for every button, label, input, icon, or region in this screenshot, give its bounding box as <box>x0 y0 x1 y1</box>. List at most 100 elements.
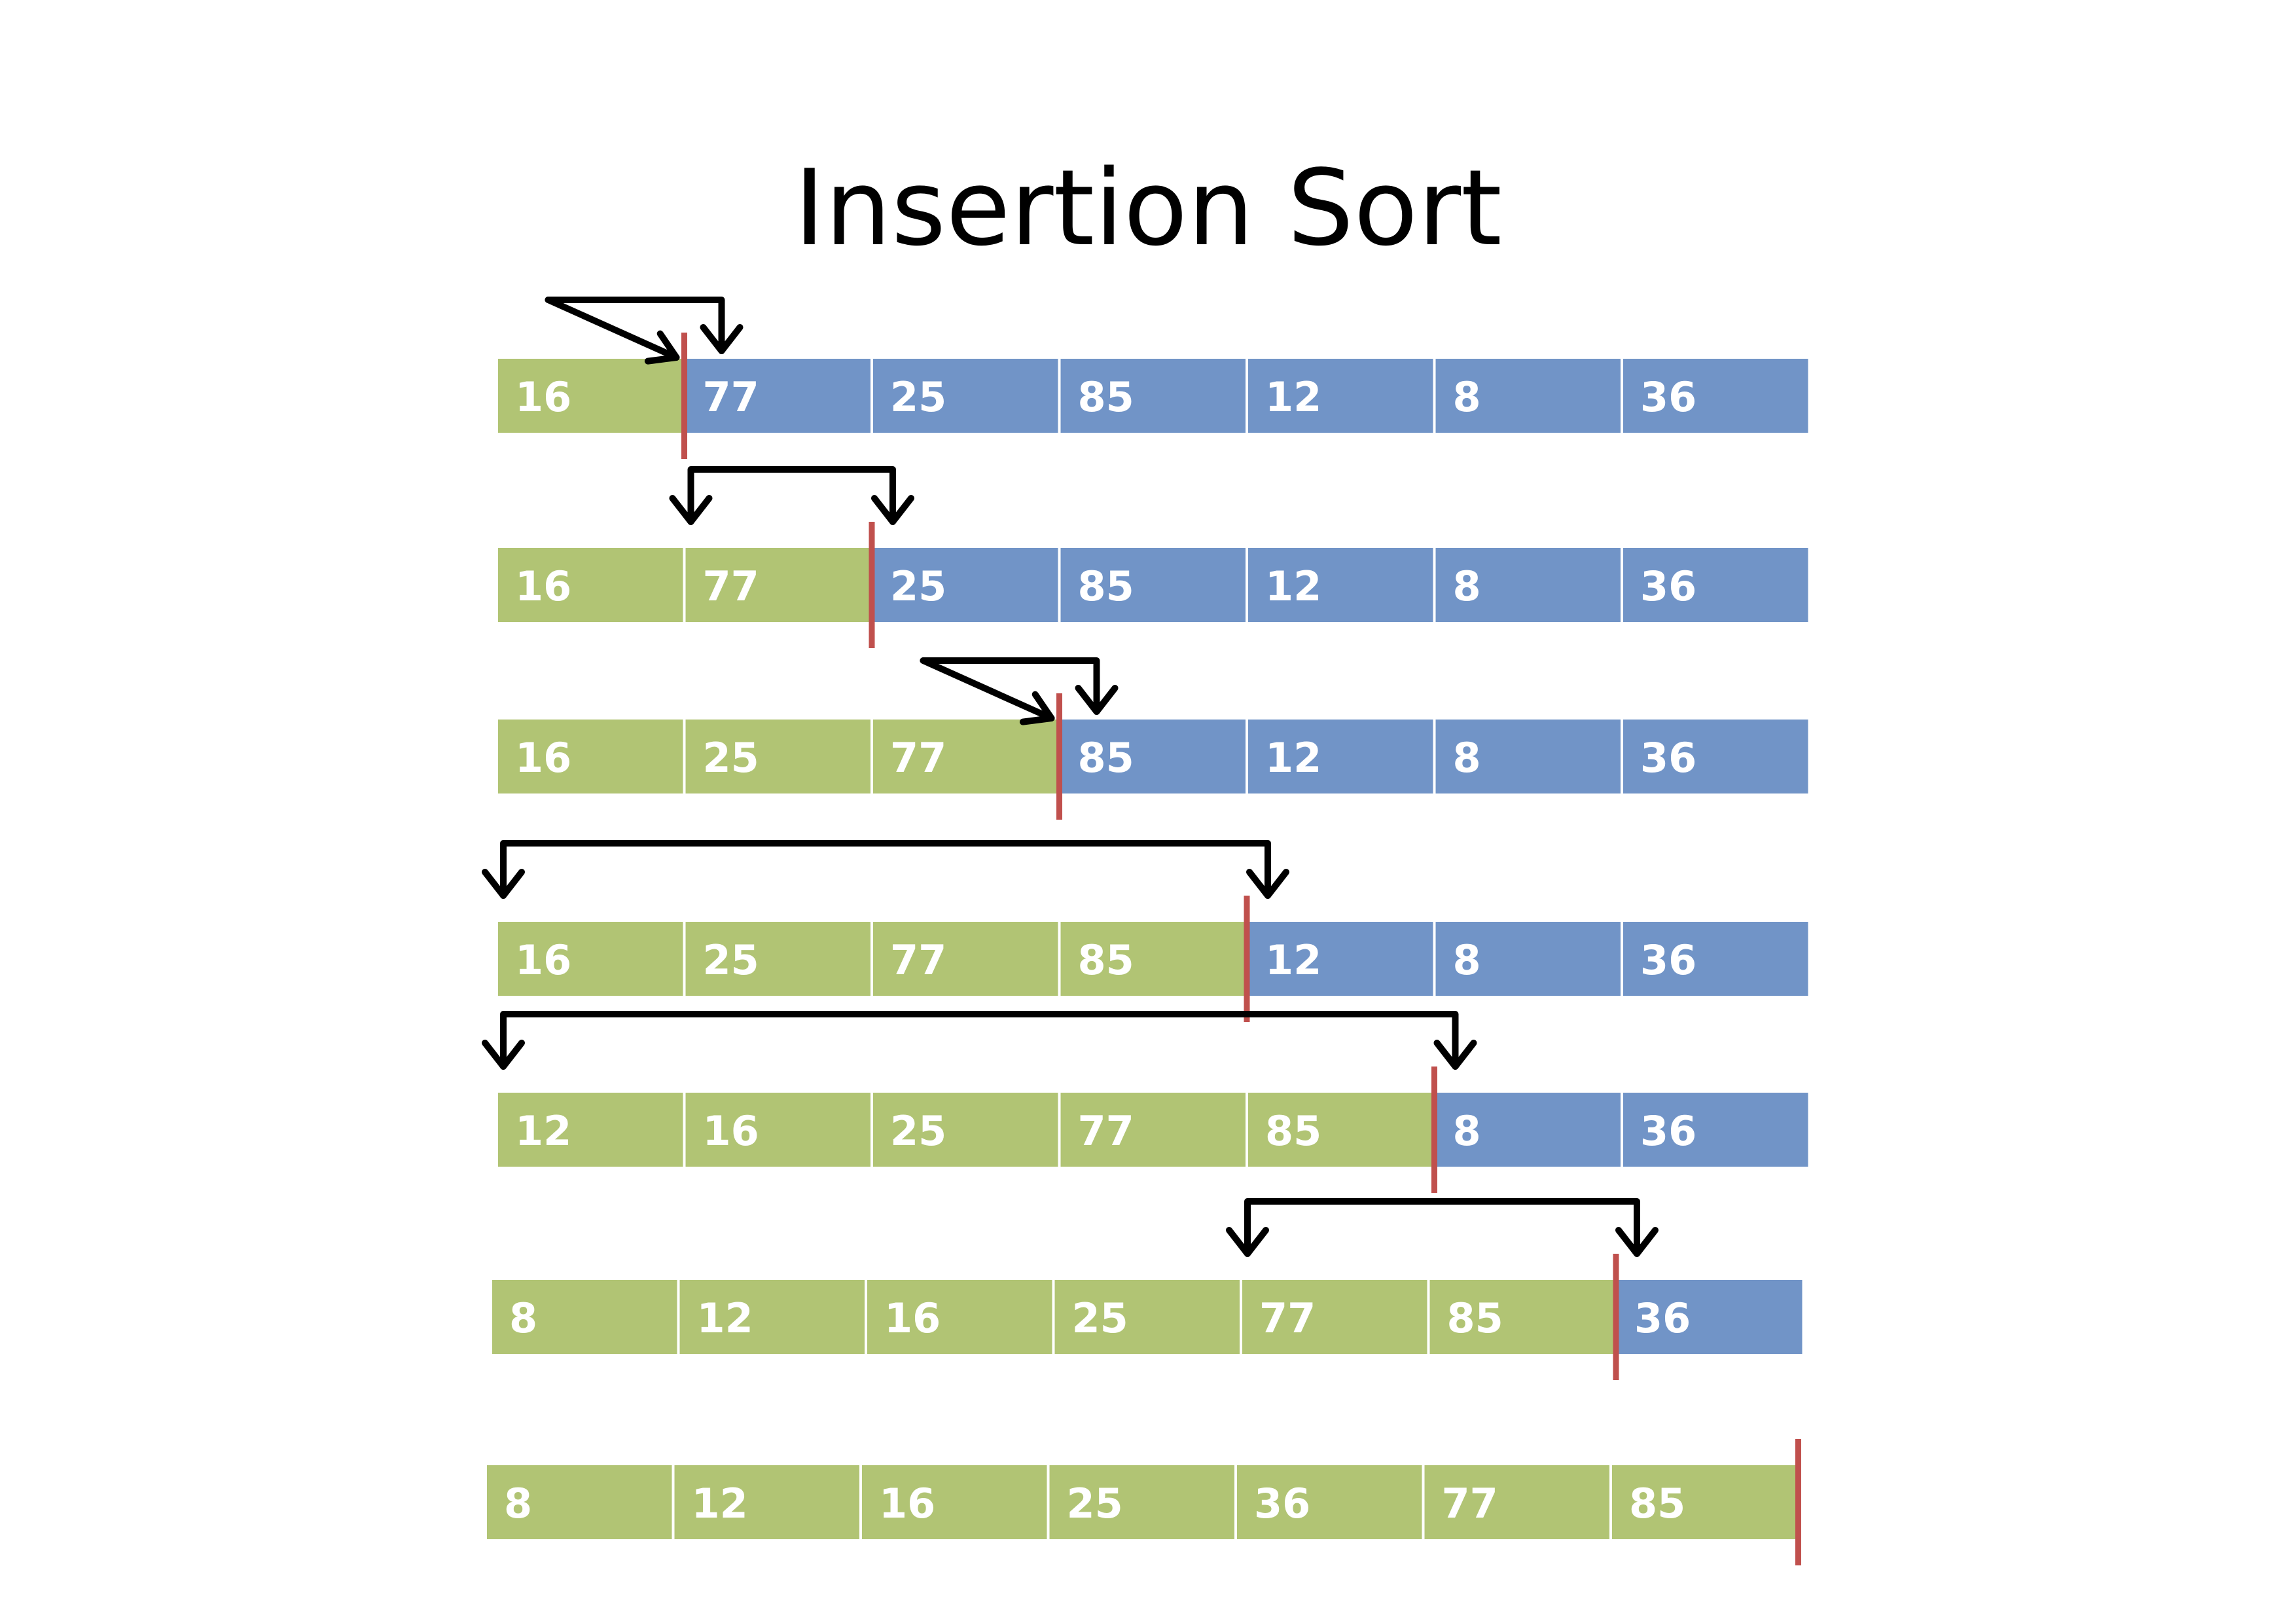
unsorted-cell <box>1435 922 1621 996</box>
cell-value: 25 <box>1072 1294 1128 1342</box>
cell-value: 16 <box>879 1480 935 1527</box>
arrow-head <box>1019 691 1055 725</box>
cell-value: 36 <box>1640 936 1696 984</box>
unsorted-cell <box>1060 720 1246 793</box>
unsorted-cell <box>1435 548 1621 622</box>
arrow-head <box>1246 869 1289 899</box>
unsorted-cell <box>1435 1093 1621 1167</box>
sorted-cell <box>1429 1280 1615 1354</box>
arrow-path <box>687 466 896 525</box>
sorted-cell <box>873 1093 1058 1167</box>
sorted-cell <box>685 548 870 622</box>
cell-value: 16 <box>515 562 571 610</box>
unsorted-cell <box>1623 922 1808 996</box>
unsorted-cell <box>1623 548 1808 622</box>
sorted-cell <box>679 1280 865 1354</box>
cell-value: 16 <box>515 373 571 421</box>
cell-value: 12 <box>515 1107 571 1155</box>
arrow-path <box>920 657 1100 715</box>
move-arrow <box>545 297 744 365</box>
unsorted-cell <box>1060 359 1246 433</box>
cell-value: 8 <box>1453 734 1481 782</box>
cell-value: 85 <box>1078 936 1134 984</box>
cell-value: 36 <box>1640 1107 1696 1155</box>
sorted-cell <box>498 548 683 622</box>
cell-value: 77 <box>890 734 946 782</box>
sorted-cell <box>1424 1465 1609 1539</box>
cell-value: 85 <box>1629 1480 1685 1527</box>
move-arrow <box>669 466 914 525</box>
cell-value: 25 <box>890 562 946 610</box>
cell-value: 8 <box>509 1294 537 1342</box>
cell-value: 12 <box>1265 734 1321 782</box>
arrow-path <box>500 1011 1459 1070</box>
arrow-head <box>1615 1227 1659 1257</box>
sorted-cell <box>685 1093 870 1167</box>
sorted-cell <box>1612 1465 1797 1539</box>
cell-value: 36 <box>1640 373 1696 421</box>
sorted-cell <box>873 922 1058 996</box>
cell-value: 77 <box>1078 1107 1134 1155</box>
sorted-cell <box>1049 1465 1234 1539</box>
arrow-head <box>482 869 525 899</box>
move-arrow <box>482 1011 1477 1070</box>
unsorted-cell <box>1060 548 1246 622</box>
sorted-cell <box>498 359 683 433</box>
array-row: 16 25 77 85 12 8 36 <box>498 693 1808 820</box>
cell-value: 16 <box>703 1107 759 1155</box>
cell-value: 8 <box>1453 936 1481 984</box>
unsorted-cell <box>1435 720 1621 793</box>
arrow-path <box>545 297 725 354</box>
unsorted-cell <box>1248 359 1433 433</box>
arrow-head <box>669 495 713 525</box>
sorted-cell <box>1248 1093 1433 1167</box>
cell-value: 25 <box>703 936 759 984</box>
cell-value: 8 <box>504 1480 532 1527</box>
cell-value: 36 <box>1634 1294 1691 1342</box>
move-arrow <box>482 840 1289 899</box>
cell-value: 85 <box>1447 1294 1503 1342</box>
sorted-cell <box>487 1465 672 1539</box>
arrow-head <box>1226 1227 1269 1257</box>
cell-value: 12 <box>1265 562 1321 610</box>
sorted-cell <box>685 720 870 793</box>
arrow-head <box>1075 685 1119 715</box>
cell-value: 77 <box>703 562 759 610</box>
arrow-head <box>644 330 680 365</box>
unsorted-cell <box>1248 720 1433 793</box>
move-arrow <box>1226 1198 1659 1257</box>
sorted-cell <box>674 1465 859 1539</box>
arrow-path <box>1244 1198 1640 1257</box>
sorted-cell <box>498 720 683 793</box>
unsorted-cell <box>1617 1280 1803 1354</box>
sorted-cell <box>1060 922 1246 996</box>
cell-value: 25 <box>890 1107 946 1155</box>
arrow-path <box>500 840 1271 899</box>
sorted-cell <box>685 922 870 996</box>
sorted-cell <box>1054 1280 1240 1354</box>
arrow-diagonal <box>545 297 680 361</box>
cell-value: 85 <box>1265 1107 1321 1155</box>
arrow-head <box>482 1040 525 1070</box>
sorted-cell <box>867 1280 1052 1354</box>
unsorted-cell <box>1623 1093 1808 1167</box>
cell-value: 77 <box>1259 1294 1316 1342</box>
cell-value: 85 <box>1078 734 1134 782</box>
unsorted-cell <box>1623 359 1808 433</box>
arrow-diagonal <box>920 657 1055 721</box>
sorted-cell <box>492 1280 677 1354</box>
cell-value: 12 <box>697 1294 753 1342</box>
cell-value: 8 <box>1453 562 1481 610</box>
cell-value: 16 <box>515 734 571 782</box>
cell-value: 25 <box>890 373 946 421</box>
sorted-cell <box>873 720 1058 793</box>
cell-value: 25 <box>703 734 759 782</box>
cell-value: 36 <box>1640 734 1696 782</box>
